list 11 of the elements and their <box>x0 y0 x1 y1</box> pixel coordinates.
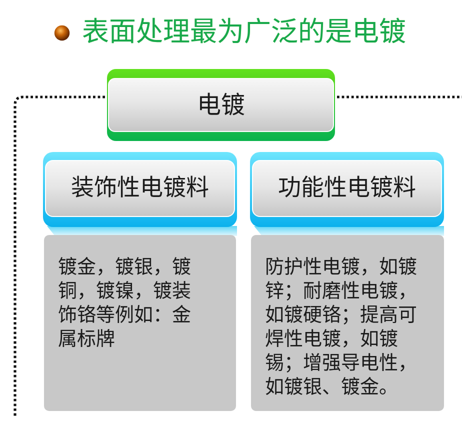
description-panel <box>44 235 236 411</box>
title-text: 表面处理最为广泛的是电镀 <box>82 16 406 50</box>
description-text: 镀金，镀银，镀铜，镀镍，镀装饰铬等例如：金属标牌 <box>58 255 192 351</box>
topic-label: 电镀 <box>197 90 245 120</box>
category-header <box>43 152 237 227</box>
category-label: 装饰性电镀料 <box>71 174 209 203</box>
description-text: 防护性电镀，如镀锌；耐磨性电镀，如镀硬铬；提高可焊性电镀，如镀锡；增强导电性，如镀银、镀金。 <box>265 255 418 399</box>
topic-box <box>107 69 335 141</box>
description-panel <box>251 235 444 411</box>
category-header <box>250 152 444 227</box>
category-label: 功能性电镀料 <box>278 174 416 203</box>
